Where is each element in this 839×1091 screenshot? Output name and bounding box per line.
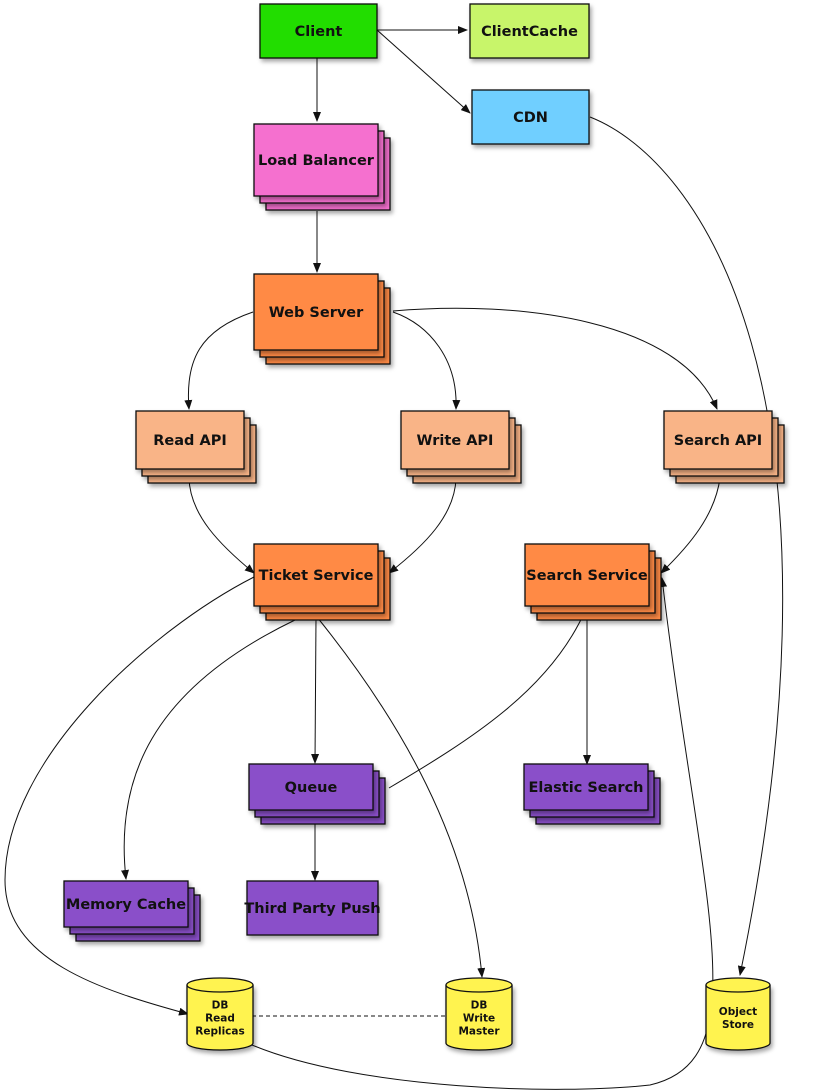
node-label: CDN [513, 110, 548, 126]
node-search-service: Search Service [524, 543, 662, 621]
node-label: Read API [153, 433, 226, 449]
database-cylinder-icon [445, 985, 513, 1051]
node-label: Web Server [269, 305, 364, 321]
database-label-line: Read [205, 1013, 235, 1025]
database-cylinder-icon [186, 985, 254, 1051]
node-label: Load Balancer [258, 153, 375, 169]
database-label-line: Store [722, 1019, 754, 1031]
edge-ticket-service-to-queue [311, 616, 320, 764]
node-queue: Queue [248, 763, 386, 825]
node-read-api: Read API [135, 410, 257, 484]
node-label: Write API [417, 433, 494, 449]
node-client: Client [259, 3, 378, 59]
node-search-api: Search API [663, 410, 785, 484]
database-label-line: Object [719, 1006, 757, 1018]
database-label-line: Write [463, 1013, 495, 1025]
node-box [471, 89, 590, 145]
node-label: Search API [674, 433, 762, 449]
database-label-line: DB [471, 1000, 488, 1012]
node-box [63, 880, 189, 928]
node-box [524, 543, 650, 607]
node-label: Client [295, 24, 343, 40]
edge-ticket-service-to-db-read-replicas [4, 576, 255, 1016]
database-label-line: DB [212, 1000, 229, 1012]
node-box [400, 410, 510, 470]
node-box [248, 763, 374, 811]
node-load-balancer: Load Balancer [253, 123, 391, 211]
node-cdn: CDN [471, 89, 590, 145]
node-box [663, 410, 773, 470]
node-label: Elastic Search [529, 780, 644, 796]
node-label: Ticket Service [259, 568, 374, 584]
node-write-api: Write API [400, 410, 522, 484]
edge-ticket-service-to-memory-cache [121, 619, 296, 880]
node-box [135, 410, 245, 470]
edge-db-read-replicas-to-search-service [251, 577, 714, 1090]
node-box [246, 880, 379, 936]
node-box [253, 123, 379, 197]
edge-web-server-to-write-api [392, 311, 461, 410]
database-cylinder-top [445, 977, 513, 993]
node-label: ClientCache [481, 24, 578, 40]
node-third-party-push: Third Party Push [244, 880, 381, 936]
node-label: Search Service [526, 568, 648, 584]
node-web-server: Web Server [253, 273, 391, 365]
database-cylinder-icon [705, 985, 771, 1051]
edge-client-to-cdn [376, 29, 471, 114]
edge-web-server-to-search-api [392, 307, 718, 410]
node-label: Memory Cache [66, 897, 186, 913]
edge-cdn-to-object-store [589, 116, 784, 976]
node-client-cache: ClientCache [469, 3, 590, 59]
node-label: Queue [285, 780, 338, 796]
node-box [523, 763, 649, 811]
edge-ticket-service-to-db-write-master [316, 616, 486, 978]
database-label-line: Master [458, 1026, 500, 1038]
database-label-line: Replicas [195, 1026, 244, 1038]
edge-queue-to-search-service [388, 610, 586, 789]
connections [4, 26, 784, 1090]
node-box [259, 3, 378, 59]
database-cylinder-top [705, 977, 771, 993]
node-ticket-service: Ticket Service [253, 543, 391, 621]
edge-web-server-to-read-api [184, 311, 254, 410]
node-box [253, 543, 379, 607]
node-memory-cache: Memory Cache [63, 880, 201, 942]
node-box [253, 273, 379, 351]
edge-write-api-to-ticket-service [388, 477, 457, 574]
edge-read-api-to-ticket-service [188, 477, 255, 574]
edge-search-api-to-search-service [660, 477, 721, 574]
node-box [469, 3, 590, 59]
database-cylinder-top [186, 977, 254, 993]
node-elastic-search: Elastic Search [523, 763, 661, 825]
node-label: Third Party Push [244, 901, 380, 917]
